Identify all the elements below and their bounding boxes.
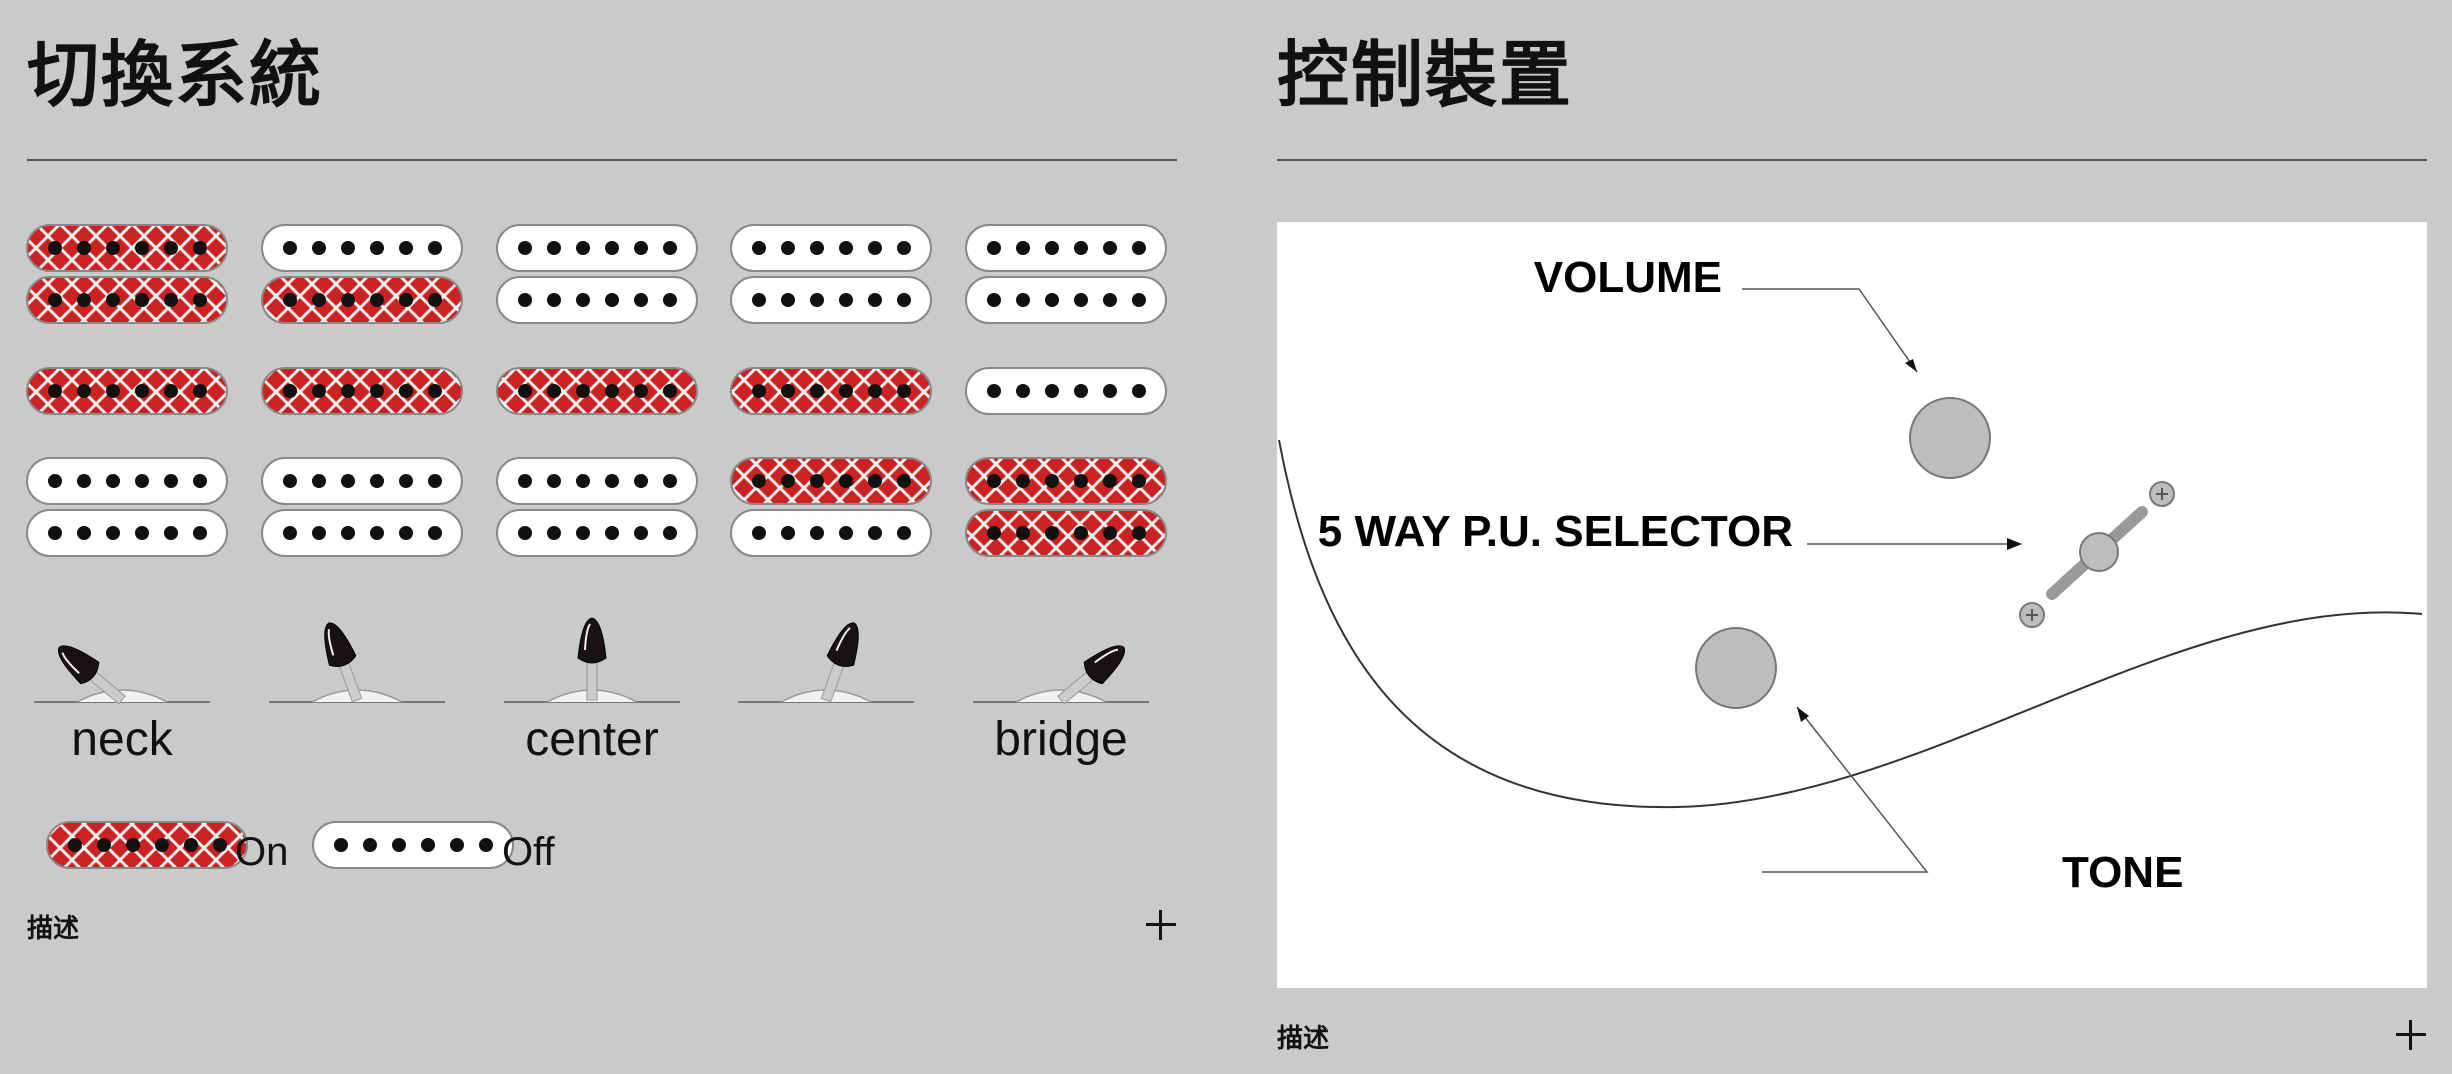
volume-arrowhead [1905, 359, 1917, 372]
controls-description-label[interactable]: 描述 [1277, 1024, 1330, 1054]
tone-leader-line [1762, 706, 1929, 873]
pickup-coil-r2-c4-1 [965, 509, 1167, 557]
pickup-coil-r0-c1-1 [261, 276, 463, 324]
pickup-coil-r0-c2-1 [496, 276, 698, 324]
pickup-coil-r1-c2-0 [496, 367, 698, 415]
switching-title: 切換系統 [27, 33, 324, 117]
legend-on-coil [46, 821, 248, 869]
pickup-coil-r0-c4-1 [965, 276, 1167, 324]
switching-description-label[interactable]: 描述 [27, 914, 80, 944]
pickup-coil-r2-c1-1 [261, 509, 463, 557]
switch-lever-icon-5 [973, 645, 1149, 705]
legend-on-label: On [235, 830, 288, 874]
pickup-coil-r0-c2-0 [496, 224, 698, 272]
switch-lever-icon-1 [34, 645, 210, 705]
pickup-coil-r1-c4-0 [965, 367, 1167, 415]
pickup-coil-r2-c3-1 [730, 509, 932, 557]
selector-tip [2079, 532, 2119, 572]
switch-lever-icon-3 [504, 617, 680, 703]
switching-expand-plus-icon[interactable] [1146, 910, 1176, 940]
position-label-bridge: bridge [994, 713, 1127, 766]
position-label-center: center [525, 713, 658, 766]
switching-diagram: neck center bridge On Off [26, 224, 1167, 874]
pickup-coil-r2-c2-1 [496, 509, 698, 557]
switching-panel: 切換系統 neck center bridge On Off 描述 [0, 0, 1200, 1074]
controls-title: 控制裝置 [1277, 33, 1574, 117]
pickup-coil-r0-c0-1 [26, 276, 228, 324]
pickup-coil-r2-c4-0 [965, 457, 1167, 505]
tone-label: TONE [2062, 848, 2183, 897]
pickup-coil-r0-c1-0 [261, 224, 463, 272]
pickup-coil-r2-c0-0 [26, 457, 228, 505]
pickup-coil-r1-c3-0 [730, 367, 932, 415]
legend-off-coil [312, 821, 514, 869]
pickup-coil-r2-c2-0 [496, 457, 698, 505]
selector-label: 5 WAY P.U. SELECTOR [1318, 507, 1793, 556]
pickup-coil-r1-c1-0 [261, 367, 463, 415]
legend-off-label: Off [502, 830, 556, 874]
volume-leader-line [1742, 288, 1918, 373]
switch-lever-icon-4 [738, 622, 914, 703]
pickup-coil-r0-c0-0 [26, 224, 228, 272]
pickup-coil-r1-c0-0 [26, 367, 228, 415]
volume-knob [1909, 397, 1991, 479]
pickup-coil-r2-c3-0 [730, 457, 932, 505]
controls-diagram: VOLUME 5 WAY P.U. SELECTOR TONE [1277, 222, 2427, 988]
switch-lever-icon-2 [269, 622, 445, 703]
pickup-coil-r0-c4-0 [965, 224, 1167, 272]
pickup-coil-r0-c3-1 [730, 276, 932, 324]
pickup-coil-r2-c1-0 [261, 457, 463, 505]
switching-divider [27, 159, 1177, 161]
controls-panel: 控制裝置 VOLUME 5 WAY P.U. SELECTOR TONE 描述 [1250, 0, 2452, 1074]
tone-arrowhead [1797, 707, 1809, 722]
pickup-coil-r0-c3-0 [730, 224, 932, 272]
controls-divider [1277, 159, 2427, 161]
pickup-coil-r2-c0-1 [26, 509, 228, 557]
position-label-neck: neck [71, 713, 173, 766]
controls-expand-plus-icon[interactable] [2396, 1020, 2426, 1050]
guitar-body-outline [1278, 439, 2423, 809]
selector-arrowhead [2007, 538, 2022, 550]
volume-label: VOLUME [1534, 253, 1722, 302]
controls-diagram-background [1277, 222, 2427, 988]
tone-knob [1695, 627, 1777, 709]
